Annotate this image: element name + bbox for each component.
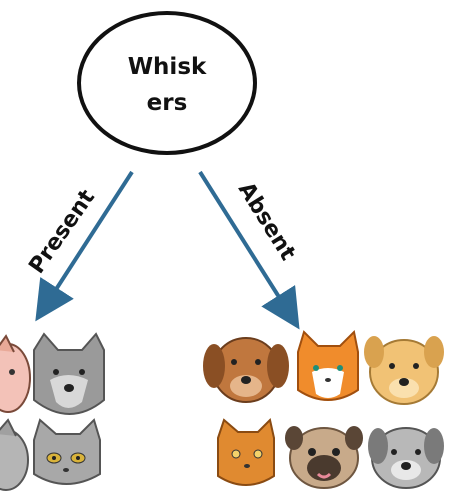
gray-dog-icon xyxy=(368,427,444,489)
present-group xyxy=(0,332,105,491)
tan-dog-icon xyxy=(364,336,444,405)
orange-cat-icon xyxy=(297,329,359,401)
edge-label-present: Present xyxy=(24,185,100,278)
root-label-line1: Whisk xyxy=(128,54,207,80)
cat-icon xyxy=(0,334,31,413)
pug-dog-icon xyxy=(285,426,363,489)
edge-label-absent: Absent xyxy=(233,178,301,265)
orange-cat-icon xyxy=(217,418,275,486)
absent-group xyxy=(203,329,444,489)
gray-cat-icon xyxy=(33,418,101,485)
root-label-line2: ers xyxy=(147,90,188,116)
root-node: Whisk ers xyxy=(77,11,257,155)
gray-cat-icon xyxy=(0,418,29,491)
edge-present: Present xyxy=(24,170,134,322)
edge-absent: Absent xyxy=(198,170,301,330)
brown-dog-icon xyxy=(203,337,289,403)
gray-wolf-cat-icon xyxy=(33,332,105,415)
